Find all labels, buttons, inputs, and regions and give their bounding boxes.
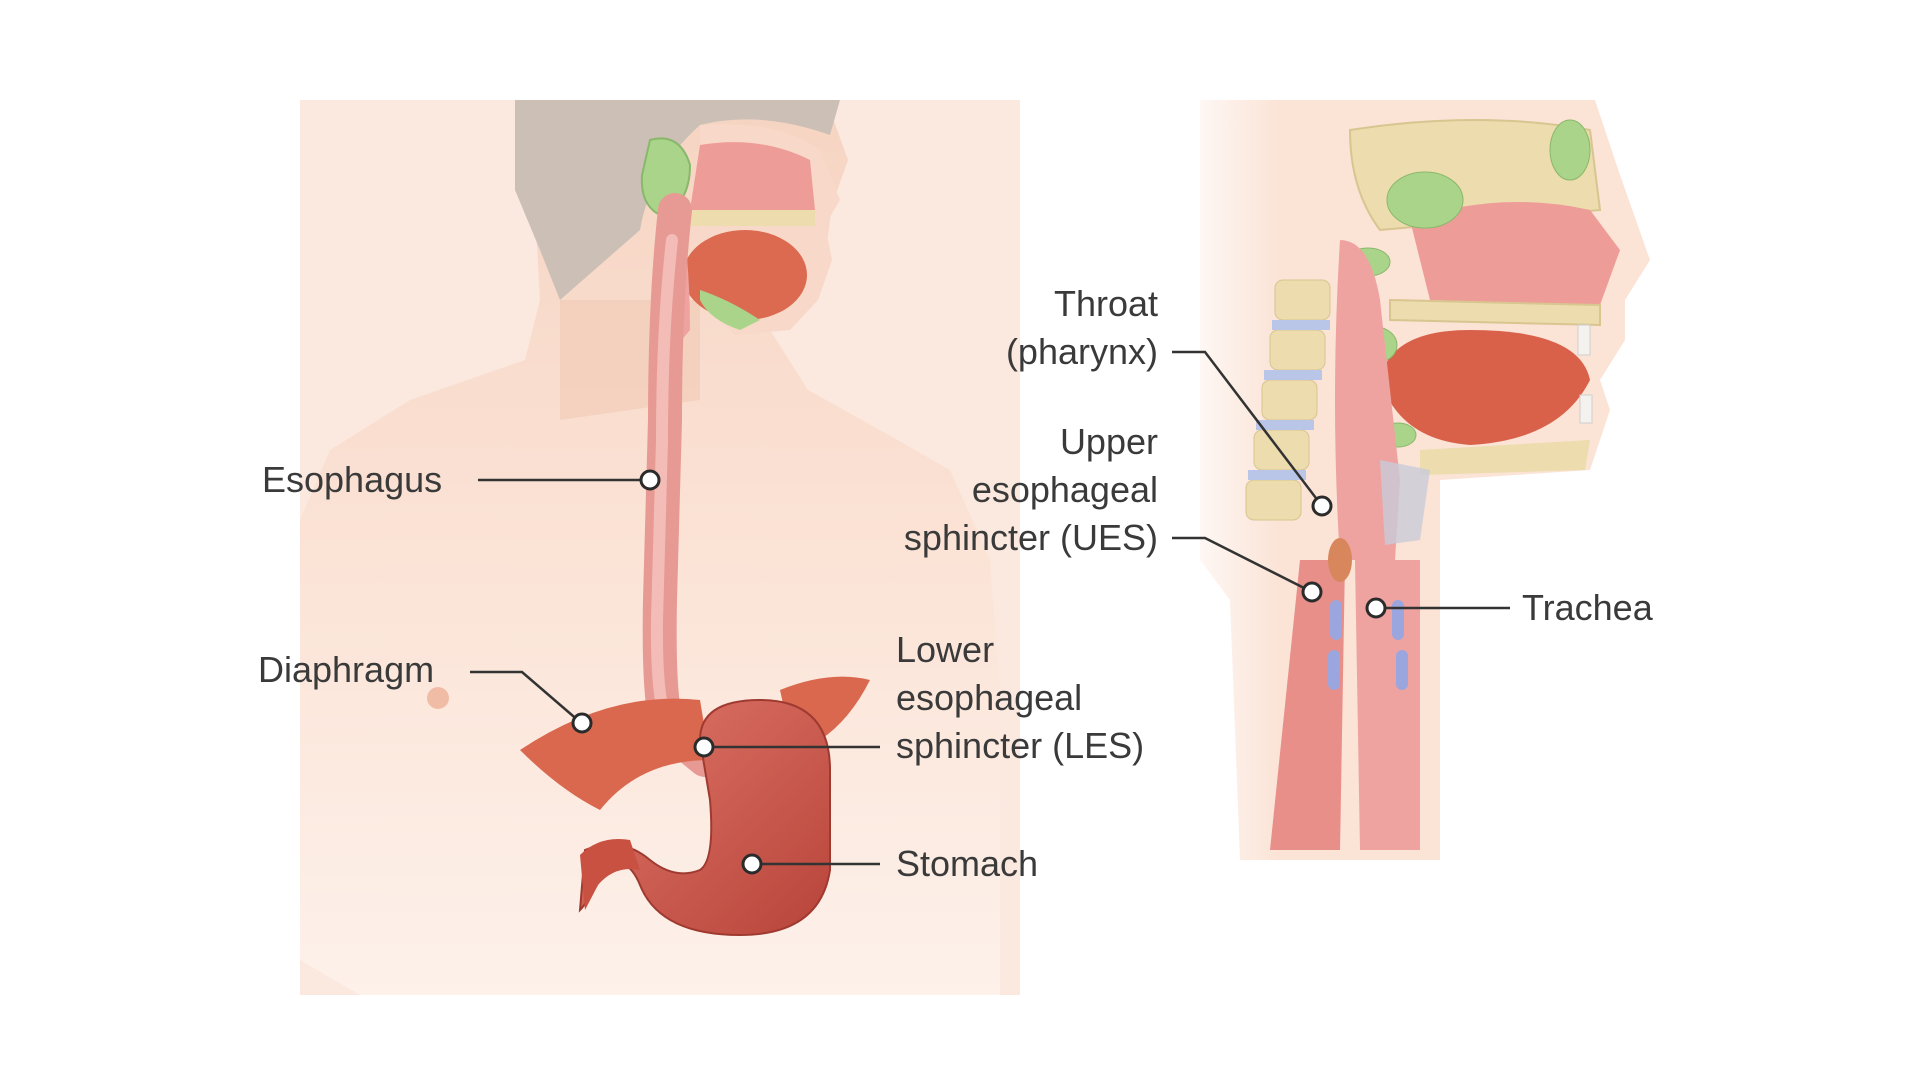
vertebra	[1261, 379, 1318, 421]
disc	[1256, 420, 1314, 430]
disc	[1272, 320, 1330, 330]
vertebra	[1253, 429, 1310, 471]
label-ues-line2: esophageal	[971, 469, 1158, 510]
throat-dot	[1311, 495, 1333, 517]
ues-dot	[1301, 581, 1323, 603]
stomach-organ	[578, 698, 831, 937]
vertebra	[1269, 329, 1326, 371]
vocal-fold	[1328, 538, 1352, 582]
tongue	[1380, 330, 1590, 445]
label-stomach: Stomach	[896, 843, 1039, 884]
head-section-figure	[1170, 100, 1650, 870]
label-ues-line1: Upper	[1059, 421, 1158, 462]
leader-lines	[470, 350, 1510, 866]
larynx-cartilage	[1380, 460, 1430, 545]
esophagus-dot	[639, 469, 661, 491]
lower-tooth	[1579, 394, 1593, 424]
trachea-section	[1355, 560, 1420, 850]
esophagus-section	[1270, 560, 1345, 850]
nasal-cavity	[1410, 202, 1620, 305]
tongue-left	[683, 230, 807, 320]
label-les-line3: sphincter (LES)	[896, 725, 1145, 766]
diaphragm-leader	[470, 670, 581, 723]
vertebra	[1274, 279, 1331, 321]
tracheal-ring	[1392, 600, 1404, 640]
throat-leader	[1172, 350, 1323, 507]
label-throat-line2: (pharynx)	[1005, 331, 1158, 372]
disc	[1248, 470, 1306, 480]
palate-left	[690, 210, 815, 226]
label-les-line2: esophageal	[896, 677, 1083, 718]
label-esophagus: Esophagus	[262, 459, 443, 500]
diaphragm-muscle	[520, 698, 710, 810]
duodenum	[580, 839, 640, 910]
ues-leader	[1172, 536, 1313, 594]
diaphragm-dot	[571, 712, 593, 734]
nasal-cavity-left	[690, 142, 815, 220]
label-diaphragm: Diaphragm	[258, 649, 435, 690]
frontal-gland	[1549, 119, 1591, 181]
label-les-line1: Lower	[896, 629, 995, 670]
sinus-gland	[1386, 171, 1464, 229]
stomach-dot	[741, 853, 763, 875]
pointer-dots	[571, 469, 1387, 875]
vertebra	[1245, 479, 1302, 521]
nipple	[427, 687, 449, 709]
hair	[515, 100, 840, 300]
label-ues-line3: sphincter (UES)	[903, 517, 1158, 558]
jaw-gland-left	[700, 290, 760, 330]
disc	[1264, 370, 1322, 380]
tracheal-ring	[1328, 650, 1340, 690]
label-throat-line1: Throat	[1053, 283, 1158, 324]
trachea-dot	[1365, 597, 1387, 619]
upper-tooth	[1577, 324, 1591, 356]
jaw-bone	[1420, 440, 1590, 475]
hard-palate	[1389, 298, 1601, 327]
tracheal-ring	[1330, 600, 1342, 640]
tracheal-ring	[1396, 650, 1408, 690]
les-dot	[693, 736, 715, 758]
label-trachea: Trachea	[1522, 587, 1653, 628]
spine	[1245, 279, 1331, 521]
